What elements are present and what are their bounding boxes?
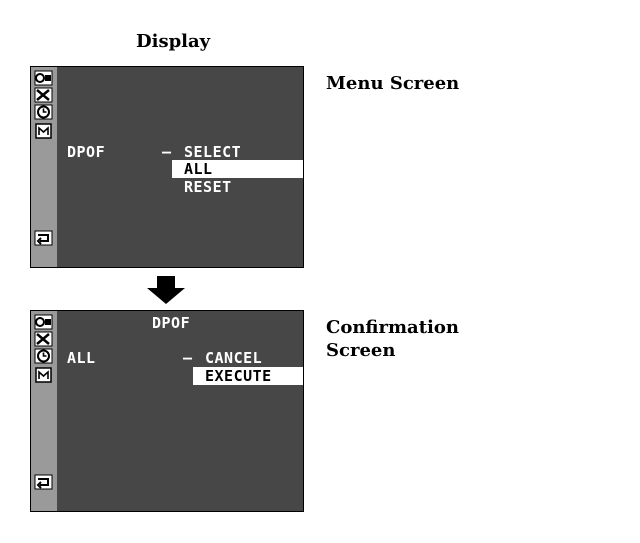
menu-screen-caption: Menu Screen <box>326 73 460 94</box>
menu-dash: – <box>162 143 172 161</box>
confirmation-option-cancel[interactable]: CANCEL <box>205 349 263 367</box>
card-icon[interactable] <box>34 123 53 139</box>
confirmation-title: DPOF <box>152 314 191 332</box>
display-heading: Display <box>136 31 211 52</box>
menu-screen: DPOF – SELECT ALL RESET <box>30 66 304 268</box>
return-icon[interactable] <box>34 474 53 490</box>
confirmation-screen: DPOF ALL – CANCEL EXECUTE <box>30 310 304 512</box>
confirmation-option-execute-highlight[interactable]: EXECUTE <box>193 367 303 385</box>
confirmation-row-label: ALL <box>67 349 96 367</box>
arrow-down-icon <box>147 276 185 304</box>
confirmation-dash: – <box>183 349 193 367</box>
menu-row-label: DPOF <box>67 143 106 161</box>
confirmation-option-execute[interactable]: EXECUTE <box>205 367 272 385</box>
menu-sidebar <box>31 67 57 267</box>
menu-option-all[interactable]: ALL <box>184 160 213 178</box>
menu-option-select[interactable]: SELECT <box>184 143 242 161</box>
confirmation-caption-line1: Confirmation <box>326 317 459 338</box>
return-icon[interactable] <box>34 230 53 246</box>
clock-icon[interactable] <box>34 348 53 364</box>
confirmation-sidebar <box>31 311 57 511</box>
tools-icon[interactable] <box>34 331 53 347</box>
camera-icon[interactable] <box>34 70 53 86</box>
camera-icon[interactable] <box>34 314 53 330</box>
card-icon[interactable] <box>34 367 53 383</box>
confirmation-caption-line2: Screen <box>326 340 396 361</box>
clock-icon[interactable] <box>34 104 53 120</box>
tools-icon[interactable] <box>34 87 53 103</box>
menu-option-all-highlight[interactable]: ALL <box>172 160 303 178</box>
menu-option-reset[interactable]: RESET <box>184 178 232 196</box>
